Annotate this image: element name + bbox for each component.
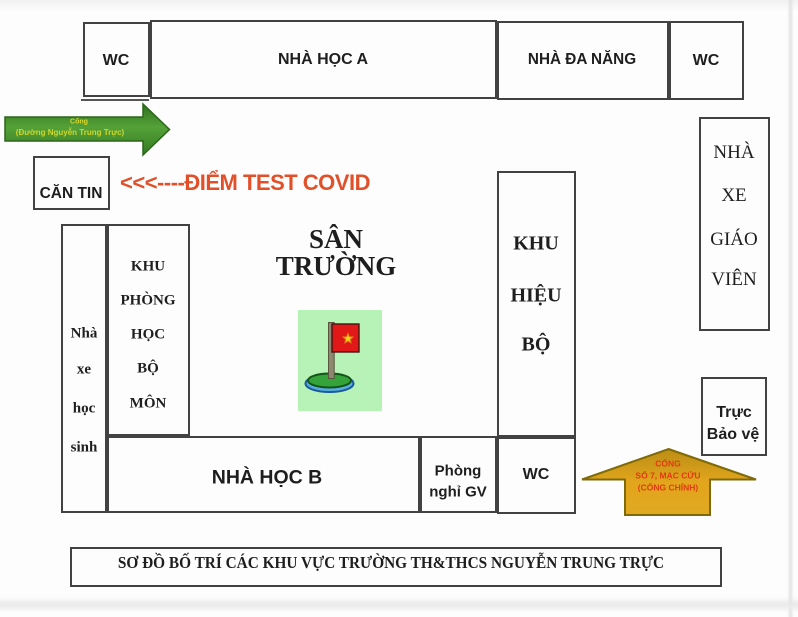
svg-text:(CỔNG CHÍNH): (CỔNG CHÍNH) xyxy=(638,482,699,493)
svg-text:SỐ 7, MẠC CỬU: SỐ 7, MẠC CỬU xyxy=(635,470,700,481)
svg-text:CỔNG: CỔNG xyxy=(655,458,681,469)
svg-text:(Đường Nguyễn Trung Trực): (Đường Nguyễn Trung Trực) xyxy=(16,128,125,137)
svg-text:Cổng: Cổng xyxy=(70,118,88,126)
